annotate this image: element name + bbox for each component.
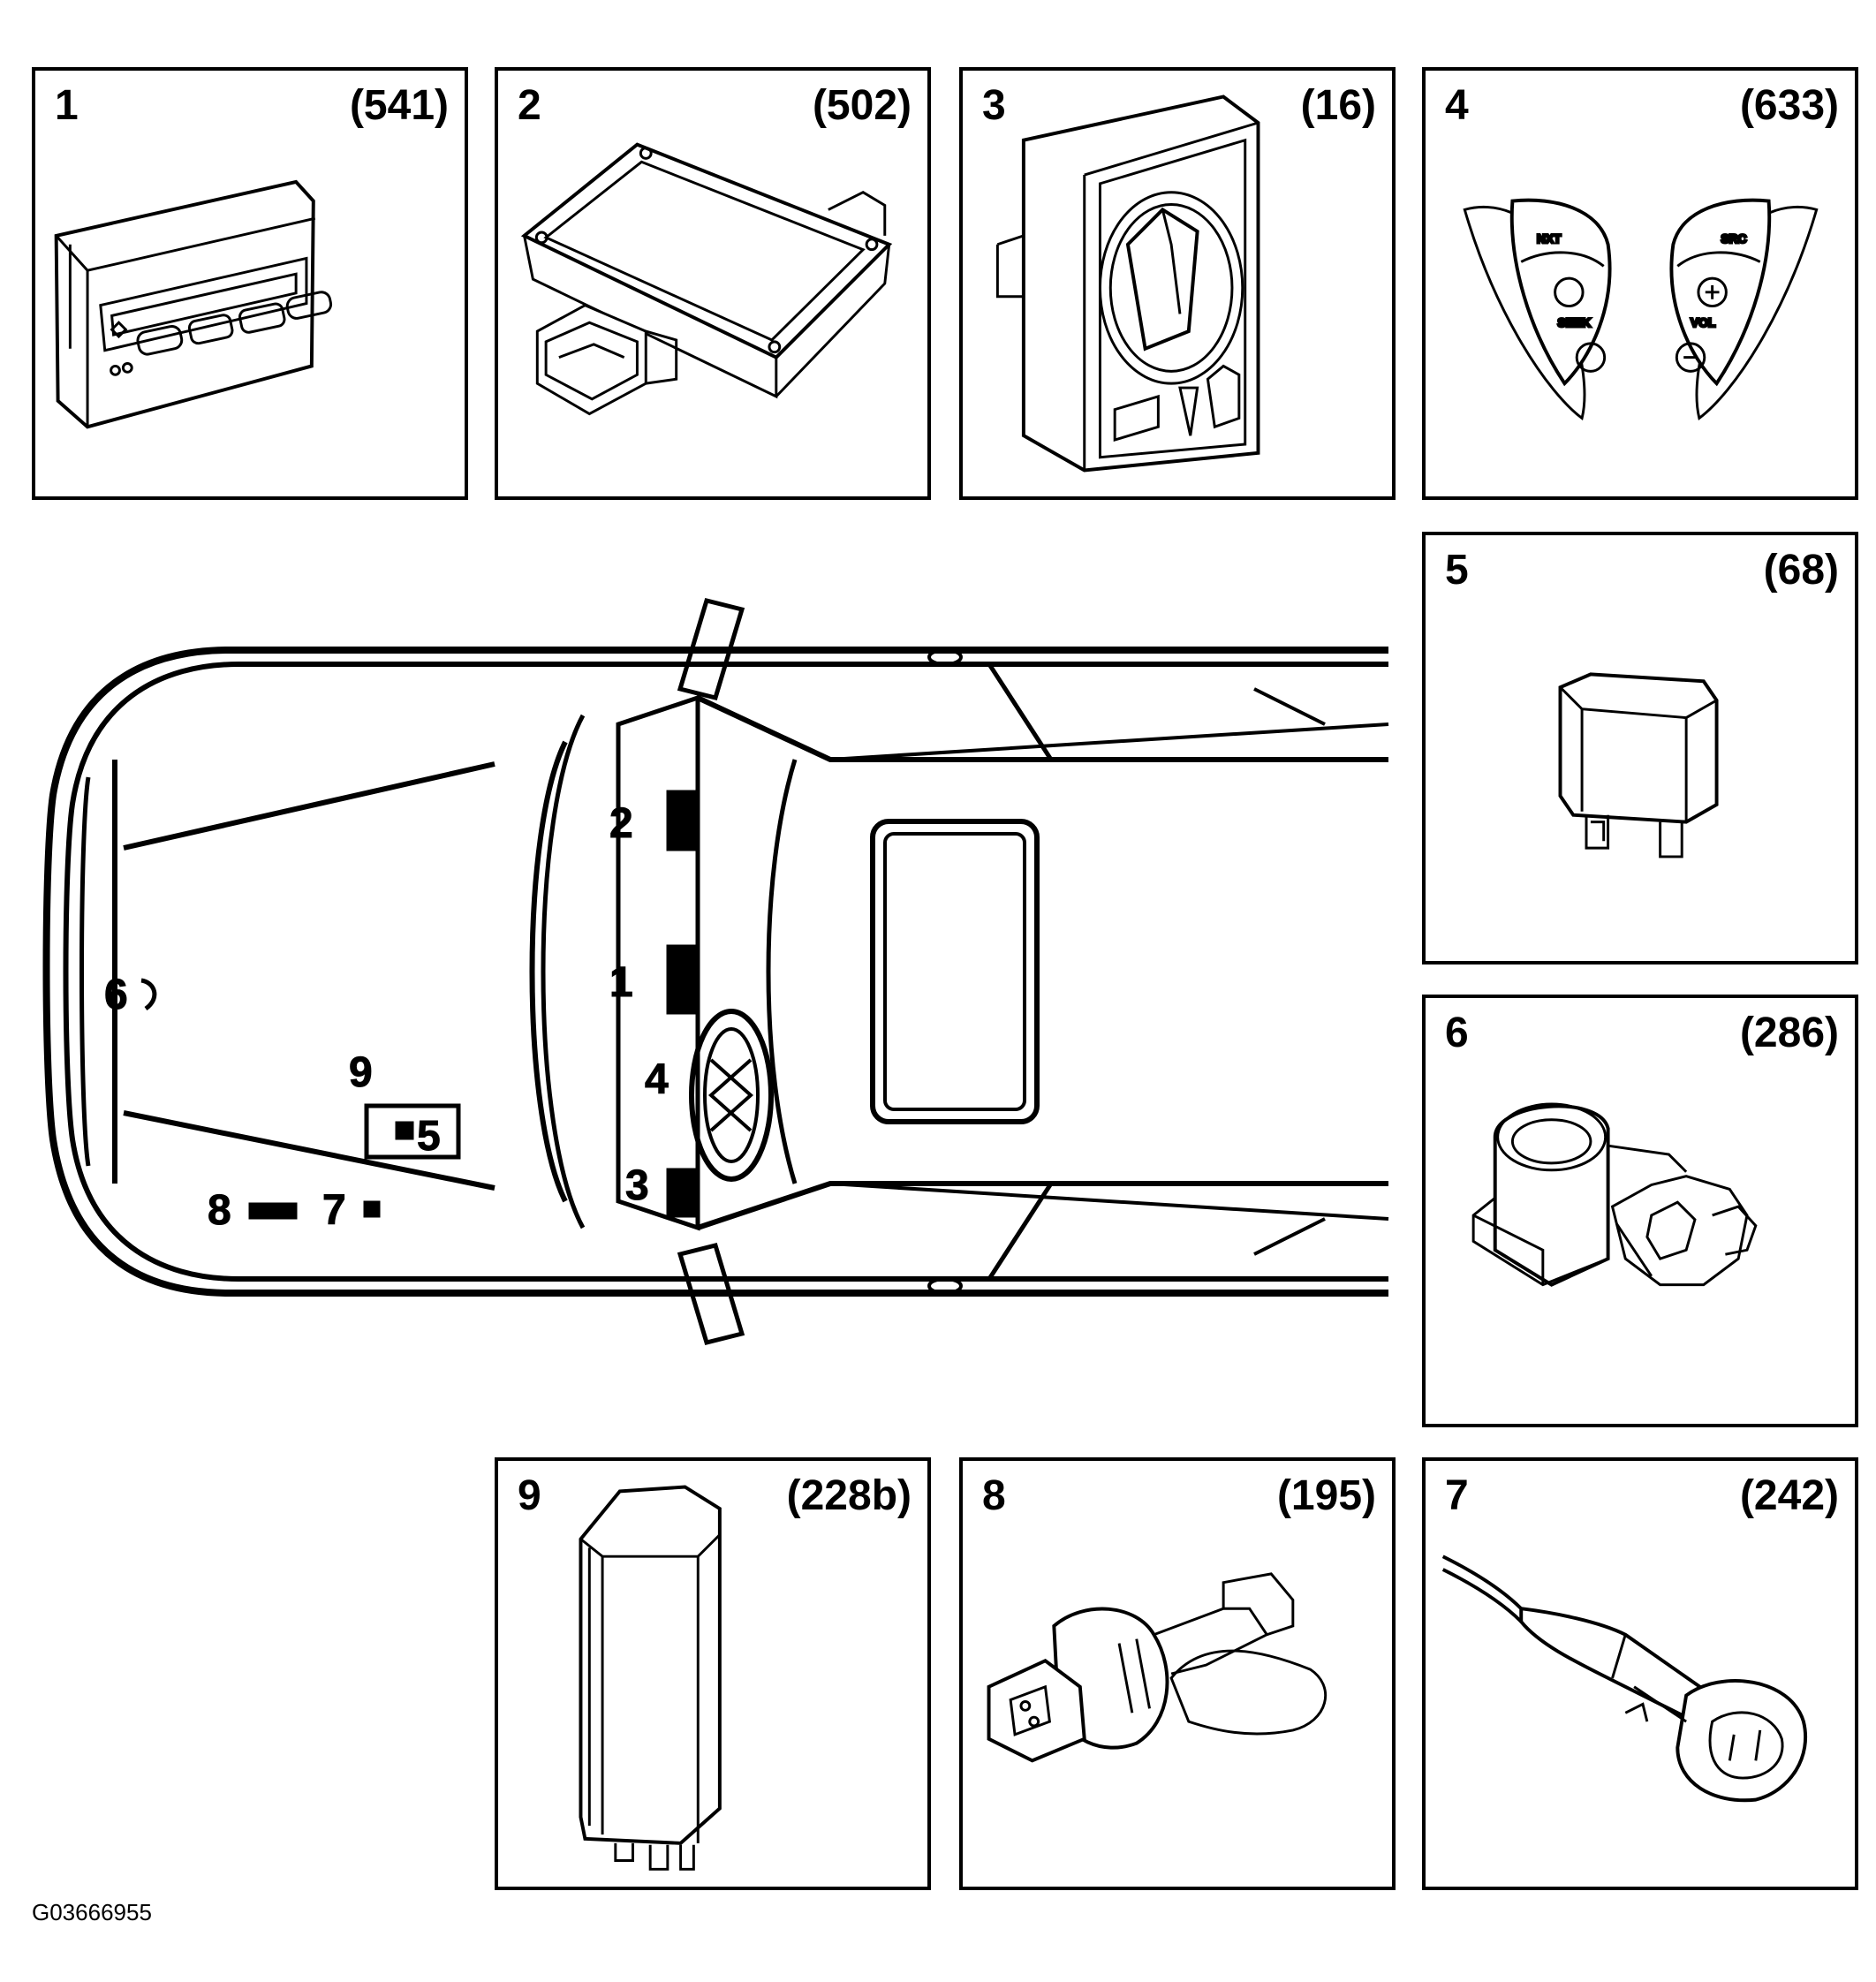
- nxt-label: NXT: [1537, 232, 1562, 246]
- car-label-6: 6: [104, 972, 128, 1018]
- panel-number: 5: [1445, 547, 1469, 594]
- panel-8: 8 (195): [959, 1457, 1396, 1890]
- panel-code: (286): [1739, 1010, 1839, 1056]
- marker-box-9: [364, 1103, 461, 1160]
- panel-number: 7: [1445, 1472, 1469, 1519]
- seek-label: SEEK: [1558, 316, 1592, 329]
- relay-icon: [1558, 672, 1719, 859]
- car-label-3: 3: [625, 1162, 649, 1209]
- panel-code: (633): [1739, 82, 1839, 129]
- panel-2: 2 (502): [495, 67, 931, 500]
- car-label-8: 8: [208, 1187, 231, 1234]
- panel-code: (195): [1276, 1472, 1376, 1519]
- panel-number: 8: [982, 1472, 1006, 1519]
- panel-number: 2: [518, 82, 541, 129]
- switch-sensor-icon: [987, 1572, 1328, 1763]
- panel-code: (502): [812, 82, 912, 129]
- connector-sensor-icon: [1441, 1555, 1808, 1803]
- vehicle-top-view: 2 1 4 3 9 5 8 7 6: [42, 597, 1389, 1346]
- car-label-9: 9: [349, 1049, 373, 1096]
- sensor-icon: [1471, 1102, 1758, 1287]
- panel-7: 7 (242): [1422, 1457, 1858, 1890]
- vol-label: VOL: [1691, 316, 1715, 329]
- panel-1: 1 (541): [32, 67, 468, 500]
- panel-3: 3 (16): [959, 67, 1396, 500]
- marker-block-5: [395, 1121, 414, 1140]
- car-label-1: 1: [609, 959, 633, 1006]
- light-switch-icon: [995, 95, 1260, 473]
- car-label-2: 2: [609, 800, 633, 847]
- panel-code: (228b): [786, 1472, 912, 1519]
- control-module-icon: [520, 142, 893, 416]
- marker-block-1: [666, 944, 698, 1015]
- steering-wheel-buttons-icon: NXT SEEK SRC VOL: [1463, 198, 1819, 420]
- panel-4: 4 (633) NXT SEEK SRC VOL: [1422, 67, 1858, 500]
- marker-block-7: [363, 1200, 381, 1218]
- car-label-5: 5: [417, 1113, 441, 1160]
- panel-number: 1: [55, 82, 79, 129]
- panel-9: 9 (228b): [495, 1457, 931, 1890]
- panel-5: 5 (68): [1422, 532, 1858, 965]
- marker-block-3: [666, 1168, 698, 1218]
- src-label: SRC: [1721, 232, 1746, 246]
- panel-code: (16): [1300, 82, 1376, 129]
- panel-code: (541): [349, 82, 449, 129]
- display-module-icon: [54, 179, 333, 429]
- figure-id: G03666955: [32, 1899, 152, 1925]
- panel-code: (242): [1739, 1472, 1839, 1519]
- relay-large-icon: [579, 1485, 722, 1871]
- car-label-7: 7: [322, 1187, 346, 1234]
- car-label-4: 4: [645, 1056, 669, 1103]
- panel-number: 9: [518, 1472, 541, 1519]
- marker-block-2: [666, 790, 698, 851]
- marker-block-8: [248, 1202, 298, 1220]
- panel-code: (68): [1763, 547, 1839, 594]
- panel-number: 4: [1445, 82, 1469, 129]
- panel-6: 6 (286): [1422, 995, 1858, 1427]
- panel-number: 6: [1445, 1010, 1469, 1056]
- panel-number: 3: [982, 82, 1006, 129]
